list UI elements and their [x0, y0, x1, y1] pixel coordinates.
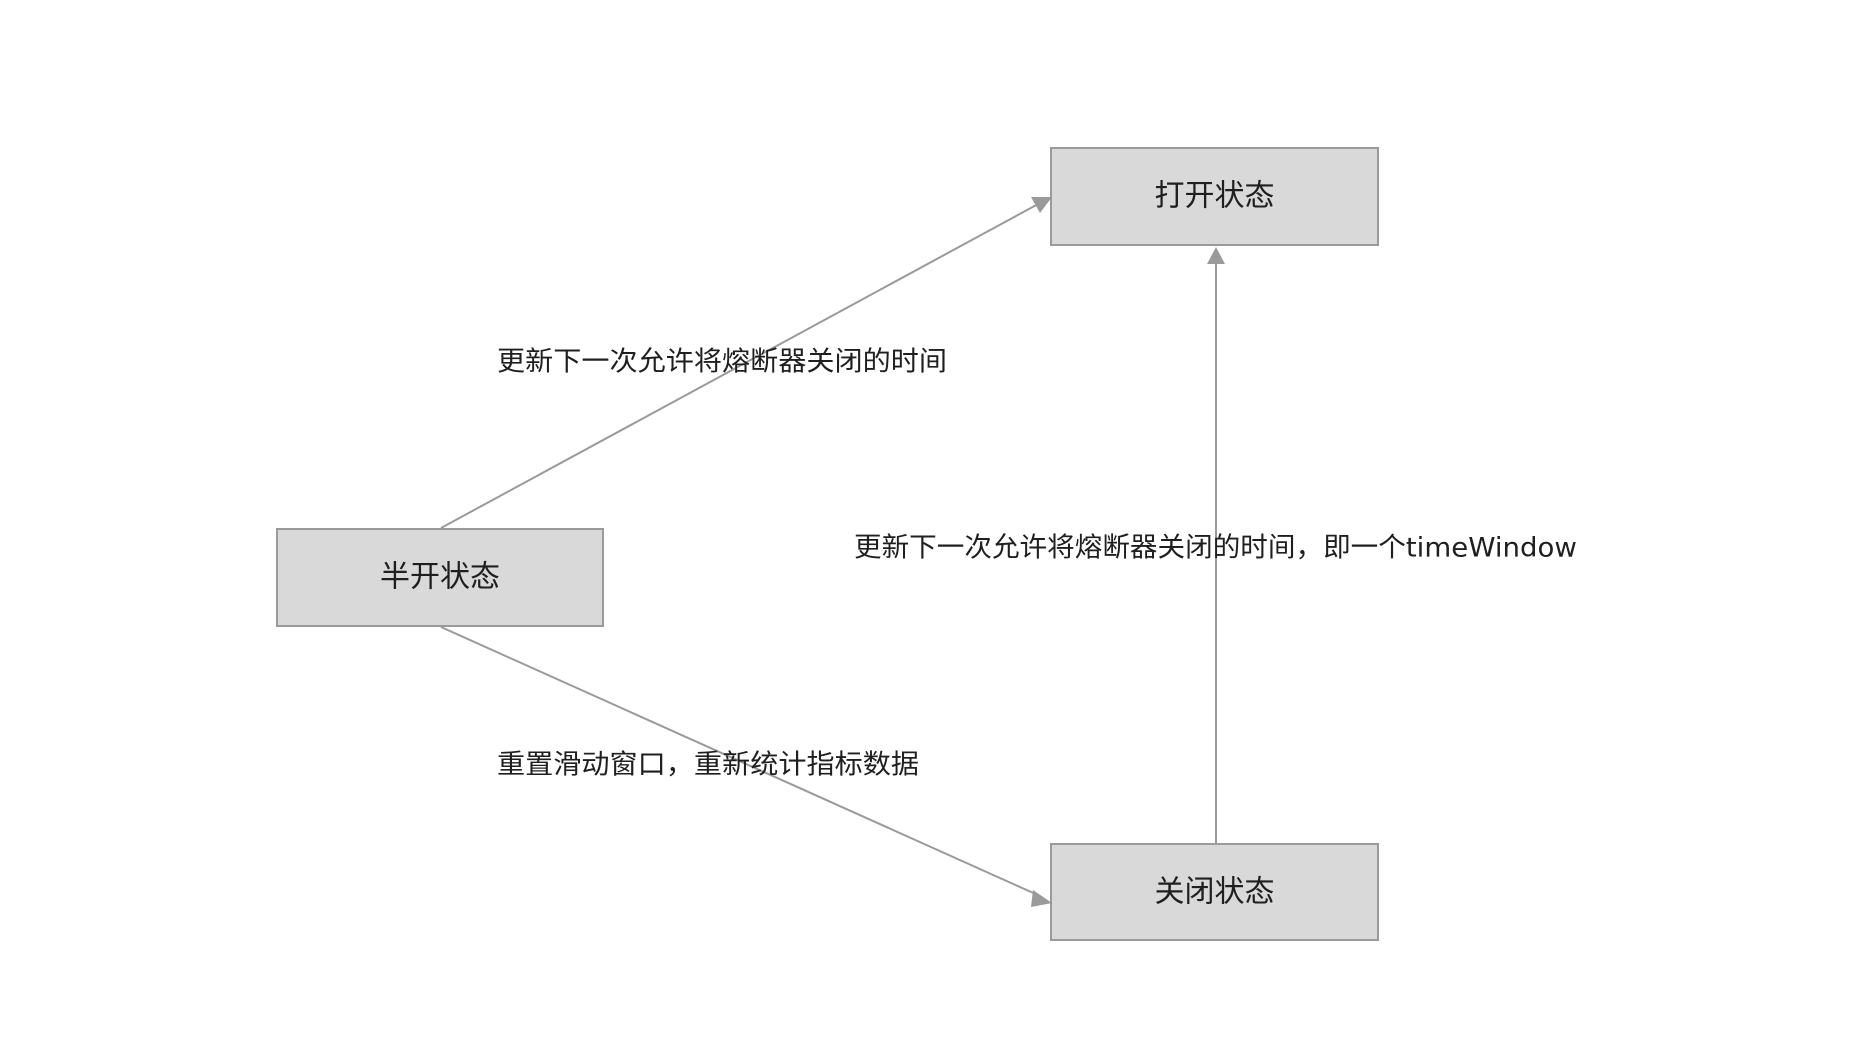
edge-half-to-closed: [440, 626, 1052, 907]
node-open-state: 打开状态: [1050, 147, 1379, 246]
edge-half-to-open-label: 更新下一次允许将熔断器关闭的时间: [497, 347, 947, 378]
edge-closed-to-open: [1207, 247, 1225, 843]
node-closed-box: [1050, 843, 1379, 941]
arrow-head-open-bottom: [1207, 247, 1225, 264]
edge-half-to-closed-label: 重置滑动窗口，重新统计指标数据: [497, 750, 919, 781]
edge-half-to-closed-line: [440, 626, 1041, 897]
node-closed-state: 关闭状态: [1050, 843, 1379, 941]
edge-closed-to-open-label: 更新下一次允许将熔断器关闭的时间，即一个timeWindow: [854, 533, 1577, 564]
node-half-open-box: [276, 528, 604, 627]
arrow-head-closed-left: [1031, 890, 1052, 907]
node-half-open-state: 半开状态: [276, 528, 604, 627]
node-closed-label: 关闭状态: [1155, 875, 1275, 910]
arrow-head-open-left: [1031, 197, 1052, 213]
node-open-box: [1050, 147, 1379, 246]
node-open-label: 打开状态: [1155, 179, 1275, 214]
edge-half-to-open-line: [440, 202, 1041, 529]
node-half-open-label: 半开状态: [380, 560, 500, 595]
edge-half-to-open: [440, 197, 1052, 529]
